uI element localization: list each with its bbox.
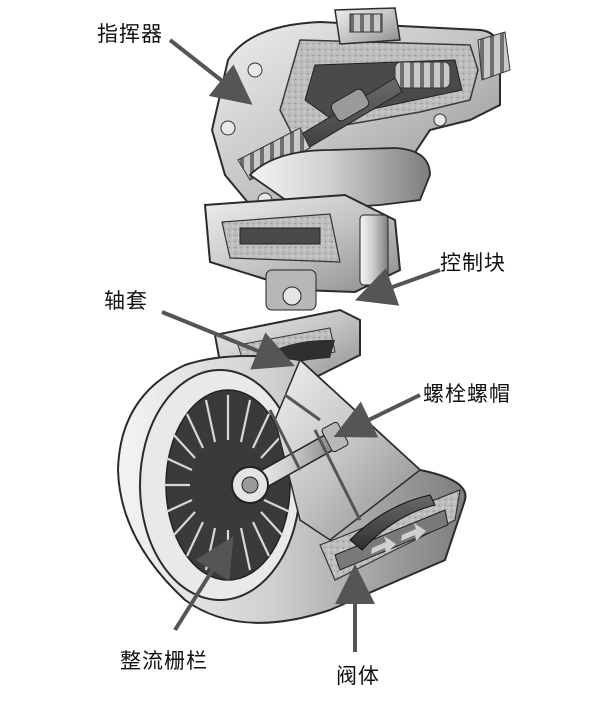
control-block xyxy=(203,193,402,311)
label-control-block: 控制块 xyxy=(440,251,506,275)
label-flow-straightener: 整流栅栏 xyxy=(120,649,208,673)
arrow-shaft-sleeve xyxy=(161,310,295,370)
pilot-housing xyxy=(210,7,511,217)
label-shaft-sleeve: 轴套 xyxy=(104,289,148,313)
arrow-flow-straightener xyxy=(173,536,234,632)
leader-arrows xyxy=(161,38,441,652)
arrow-control-block xyxy=(354,268,441,306)
arrow-bolt-nut xyxy=(333,393,421,438)
arrow-indicator xyxy=(168,38,253,105)
label-bolt-nut: 螺栓螺帽 xyxy=(423,382,511,406)
label-valve-body: 阀体 xyxy=(336,664,380,688)
label-indicator: 指挥器 xyxy=(97,22,163,46)
